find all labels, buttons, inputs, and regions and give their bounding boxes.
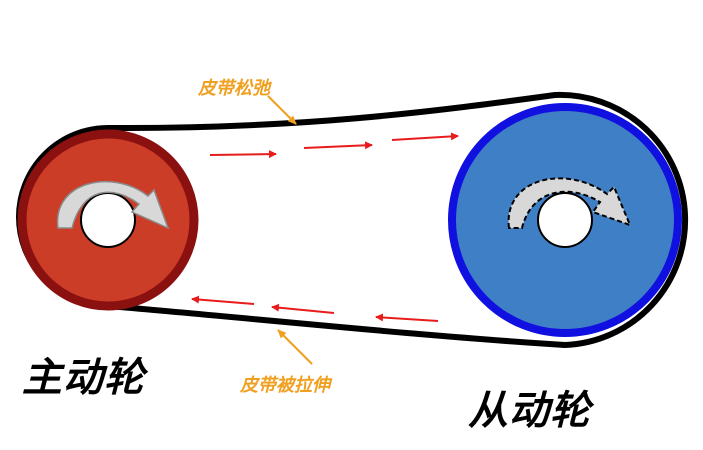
belt-loose-label: 皮带松弛: [198, 78, 270, 99]
loose-pointer-arrow: [267, 95, 297, 125]
belt-motion-arrows-top: [209, 132, 459, 159]
tight-pointer-arrow: [277, 329, 313, 365]
driven-pulley-label: 从动轮: [468, 388, 591, 434]
belt-motion-arrows-bottom: [191, 295, 439, 322]
clockwise-dashed-arrow-icon: [507, 177, 632, 229]
driver-pulley-label: 主动轮: [22, 355, 145, 401]
belt-stretched-label: 皮带被拉伸: [240, 375, 330, 396]
driver-pulley: [17, 129, 199, 311]
driven-pulley: [448, 103, 682, 337]
clockwise-solid-arrow-icon: [56, 181, 170, 230]
